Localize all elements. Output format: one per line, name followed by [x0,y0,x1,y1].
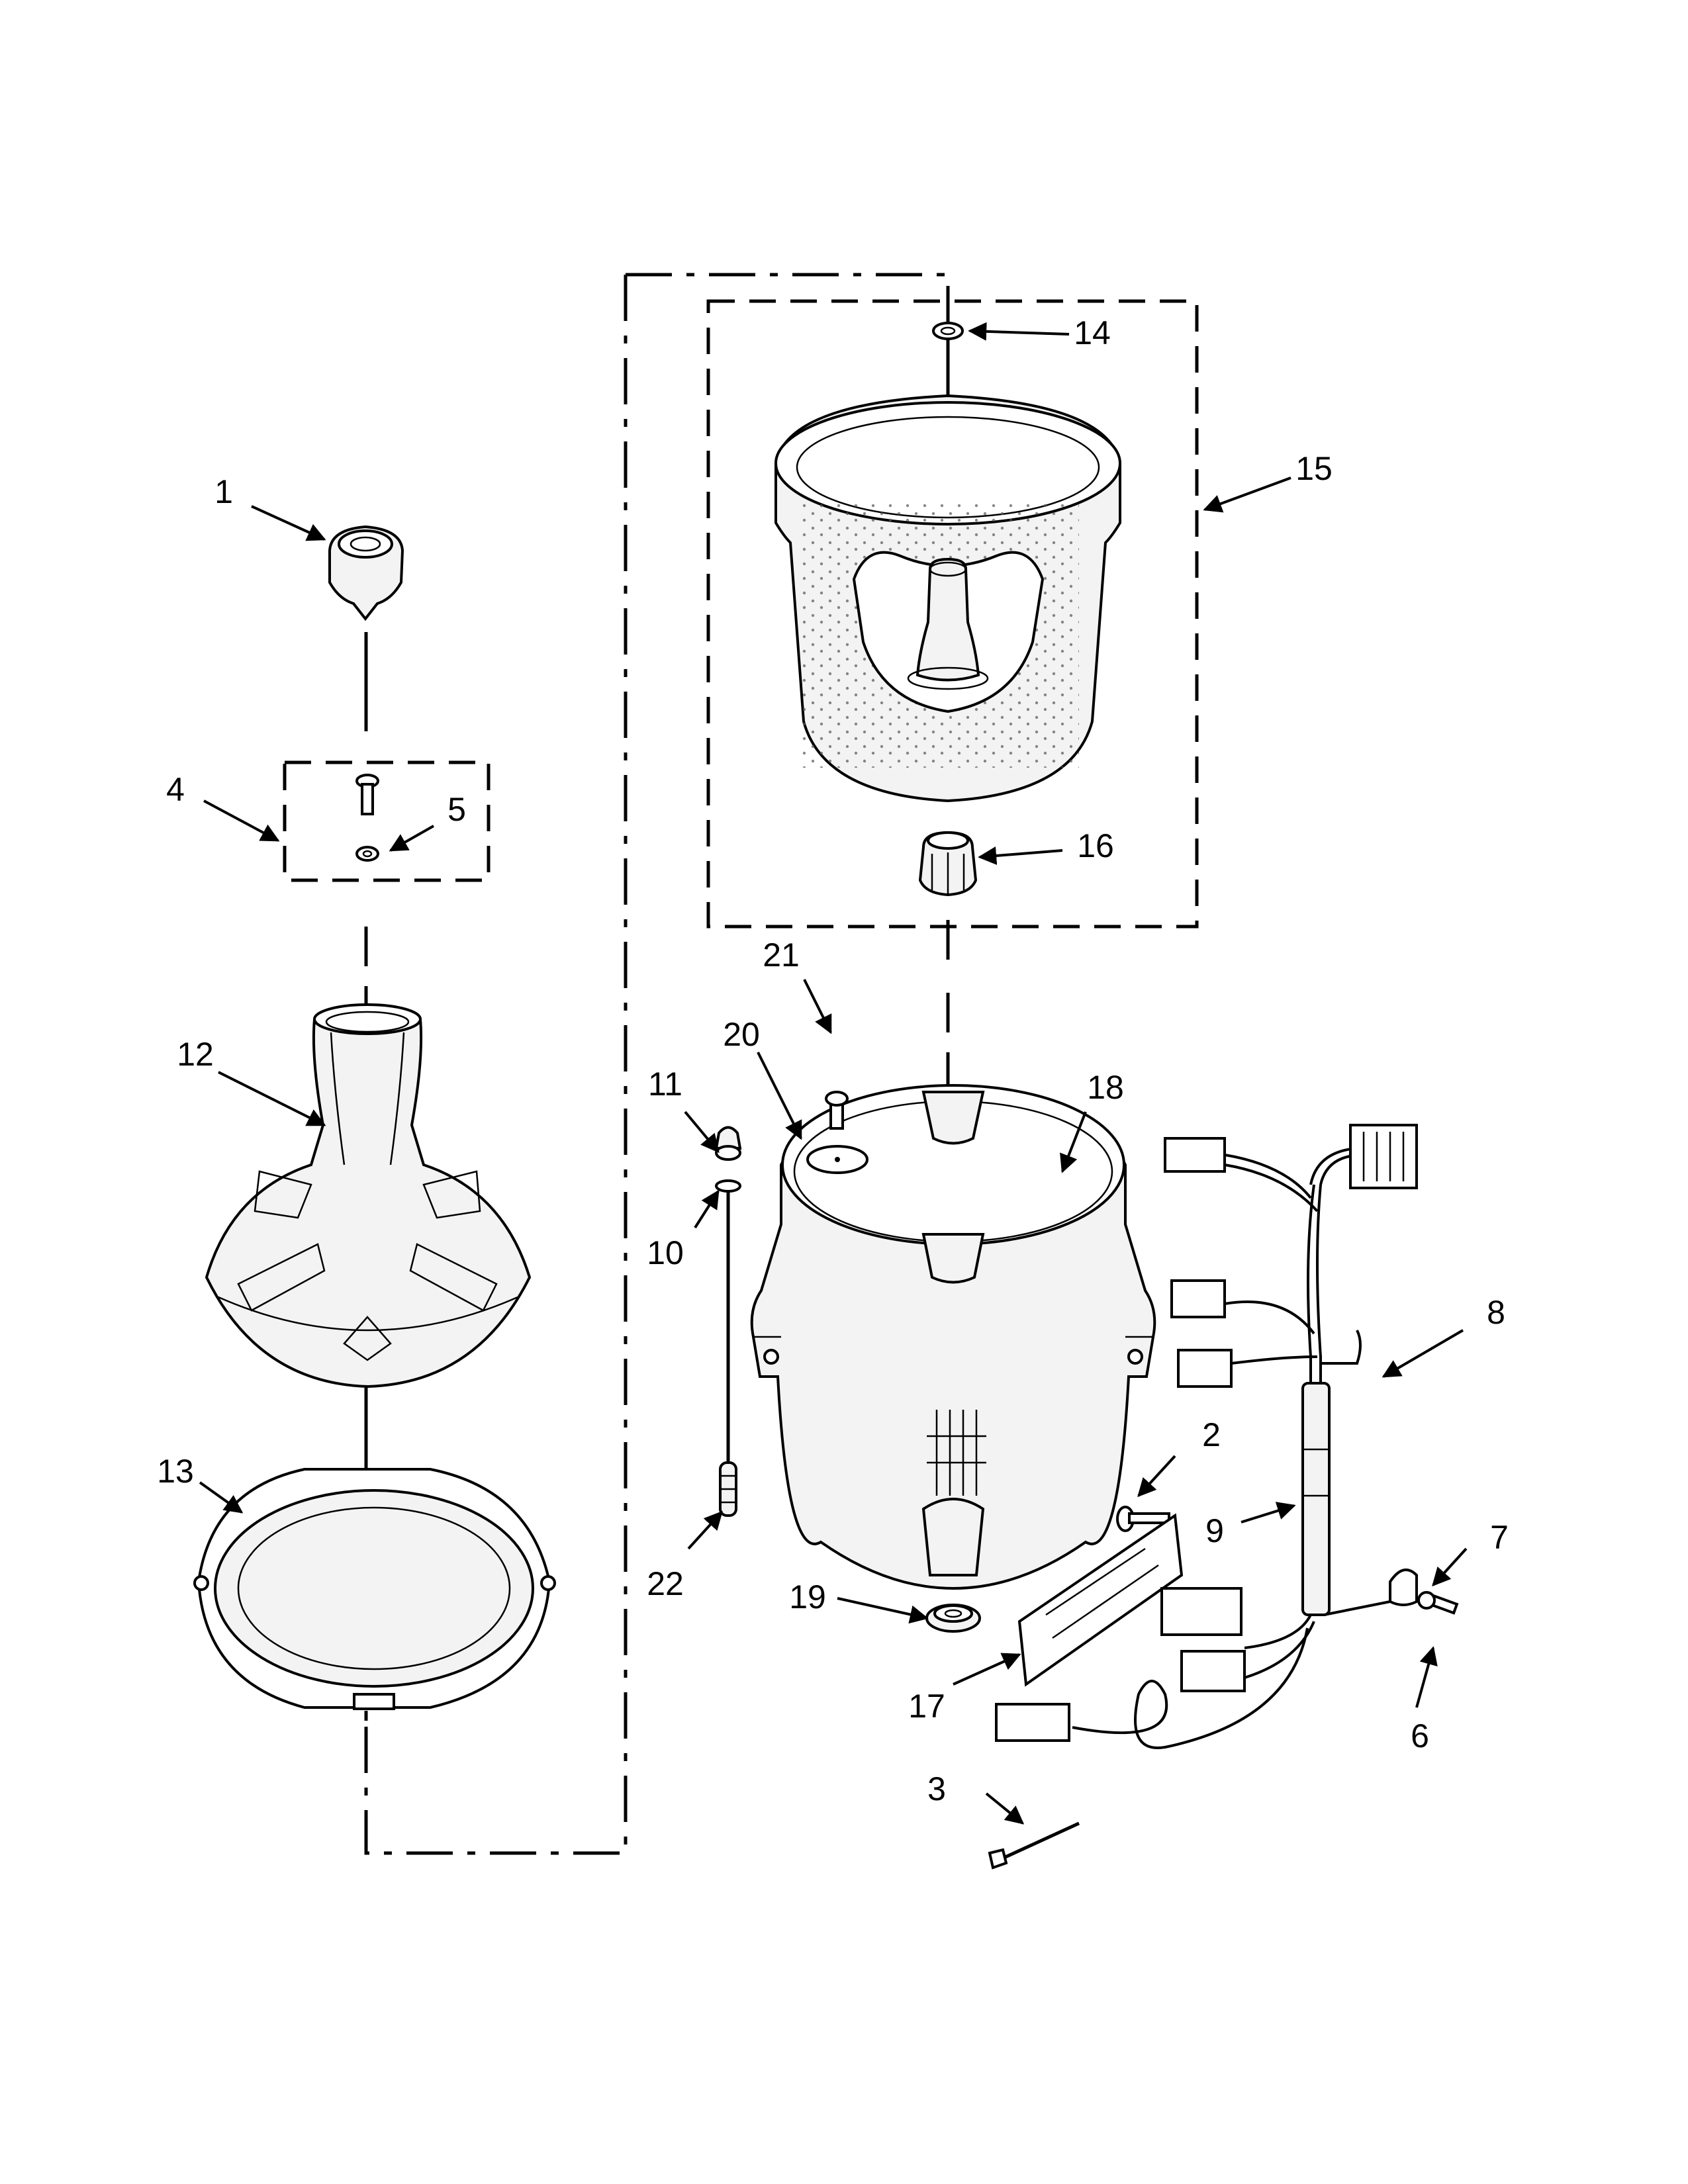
callout-19: 19 [789,1578,826,1615]
callout-12: 12 [177,1036,214,1073]
part-wire-harness [995,1124,1459,1749]
part-screw-2 [1116,1506,1170,1532]
callout-13: 13 [157,1453,194,1490]
part-bolt-washer [355,774,379,862]
callout-22: 22 [647,1565,684,1602]
part-suspension-rod [714,1126,742,1517]
assembly-box-4 [283,760,491,882]
part-plate-screw [806,1091,868,1174]
part-tie-strap [988,1821,1080,1870]
part-agitator [205,1003,532,1388]
callout-labels: 1 2 3 4 5 6 7 8 9 10 11 12 13 14 15 16 1… [157,314,1509,1807]
callout-17: 17 [908,1688,945,1725]
part-basket [774,394,1121,803]
part-hub-16 [918,831,978,897]
callout-9: 9 [1205,1512,1224,1549]
callout-7: 7 [1490,1519,1509,1556]
callout-11: 11 [648,1066,682,1103]
callout-20: 20 [723,1016,760,1053]
callout-16: 16 [1077,827,1114,864]
callout-2: 2 [1202,1416,1221,1453]
callout-18: 18 [1087,1069,1124,1106]
part-cover-ring [193,1468,556,1710]
assembly-box-15 [706,299,1199,929]
callout-10: 10 [647,1234,684,1271]
callout-6: 6 [1411,1717,1429,1754]
callout-21: 21 [763,936,800,974]
callout-15: 15 [1295,450,1333,487]
part-seal-19 [925,1604,981,1633]
callout-3: 3 [927,1770,946,1807]
part-label-plate [1017,1513,1184,1687]
part-outer-tub [750,1083,1156,1590]
callout-1: 1 [214,473,233,510]
part-agitator-cap [328,525,404,621]
callout-8: 8 [1487,1294,1505,1331]
callout-4: 4 [166,771,185,808]
callout-14: 14 [1074,314,1111,351]
callout-5: 5 [447,791,466,828]
leader-lines [199,322,1468,1825]
part-seal-14 [932,322,964,340]
